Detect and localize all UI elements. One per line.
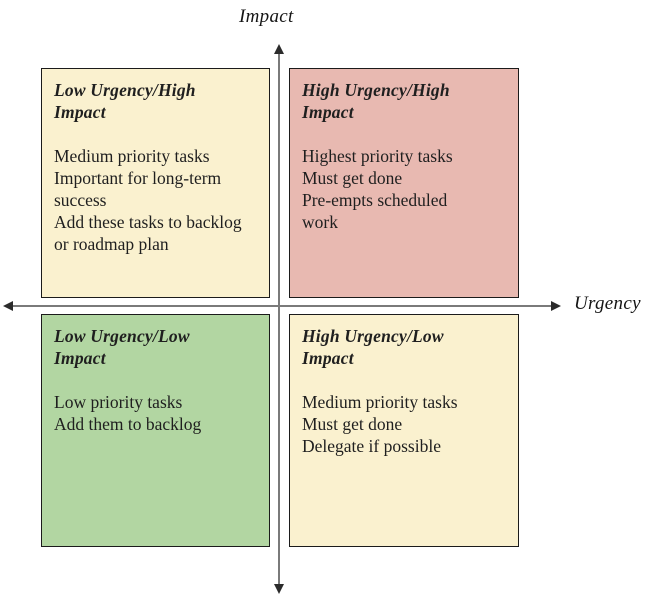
arrow-down-icon (274, 584, 284, 594)
quadrant-title: High Urgency/Low Impact (302, 326, 444, 368)
quadrant-body: Medium priority tasks Must get done Dele… (302, 392, 458, 456)
quadrant-body: Low priority tasks Add them to backlog (54, 392, 202, 434)
quadrant-title: Low Urgency/High Impact (54, 80, 196, 122)
quadrant-low-urgency-high-impact: Low Urgency/High Impact Medium priority … (41, 68, 270, 298)
urgency-axis-label: Urgency (574, 293, 641, 314)
urgency-axis-line (8, 305, 556, 307)
quadrant-high-urgency-high-impact: High Urgency/High Impact Highest priorit… (289, 68, 519, 298)
impact-axis-line (278, 50, 280, 588)
arrow-right-icon (551, 301, 561, 311)
quadrant-low-urgency-low-impact: Low Urgency/Low Impact Low priority task… (41, 314, 270, 547)
arrow-up-icon (274, 44, 284, 54)
quadrant-title: Low Urgency/Low Impact (54, 326, 190, 368)
impact-axis-label: Impact (239, 6, 294, 27)
arrow-left-icon (3, 301, 13, 311)
quadrant-title: High Urgency/High Impact (302, 80, 450, 122)
quadrant-high-urgency-low-impact: High Urgency/Low Impact Medium priority … (289, 314, 519, 547)
quadrant-body: Medium priority tasks Important for long… (54, 146, 242, 254)
quadrant-body: Highest priority tasks Must get done Pre… (302, 146, 453, 232)
